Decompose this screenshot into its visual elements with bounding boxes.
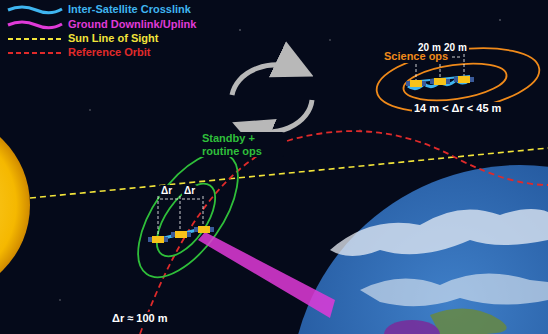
dimension: 20 m [442,42,469,54]
dimension: 20 m [416,42,443,54]
sun-line [30,148,548,198]
legend-text: Sun Line of Sight [68,32,158,45]
cycle-arrows [232,65,312,132]
dimension: Δr ≈ 100 m [110,312,170,325]
dimension: Δr [159,185,174,197]
legend-text: Reference Orbit [68,46,151,59]
legend-text: Inter-Satellite Crosslink [68,3,191,16]
ground-link [198,232,335,318]
legend-samples [8,7,62,53]
dimension: 14 m < Δr < 45 m [412,102,503,115]
standby-dims [158,196,203,236]
science-ellipses [373,39,544,121]
dimension: Δr [182,185,197,197]
science-satellites [406,76,474,89]
standby-satellites [148,226,214,243]
sun [0,113,30,297]
reference-orbit [140,131,548,334]
standby-ellipses [119,137,257,294]
phase-label: Standby + routine ops [200,132,284,157]
legend-text: Ground Downlink/Uplink [68,18,196,31]
